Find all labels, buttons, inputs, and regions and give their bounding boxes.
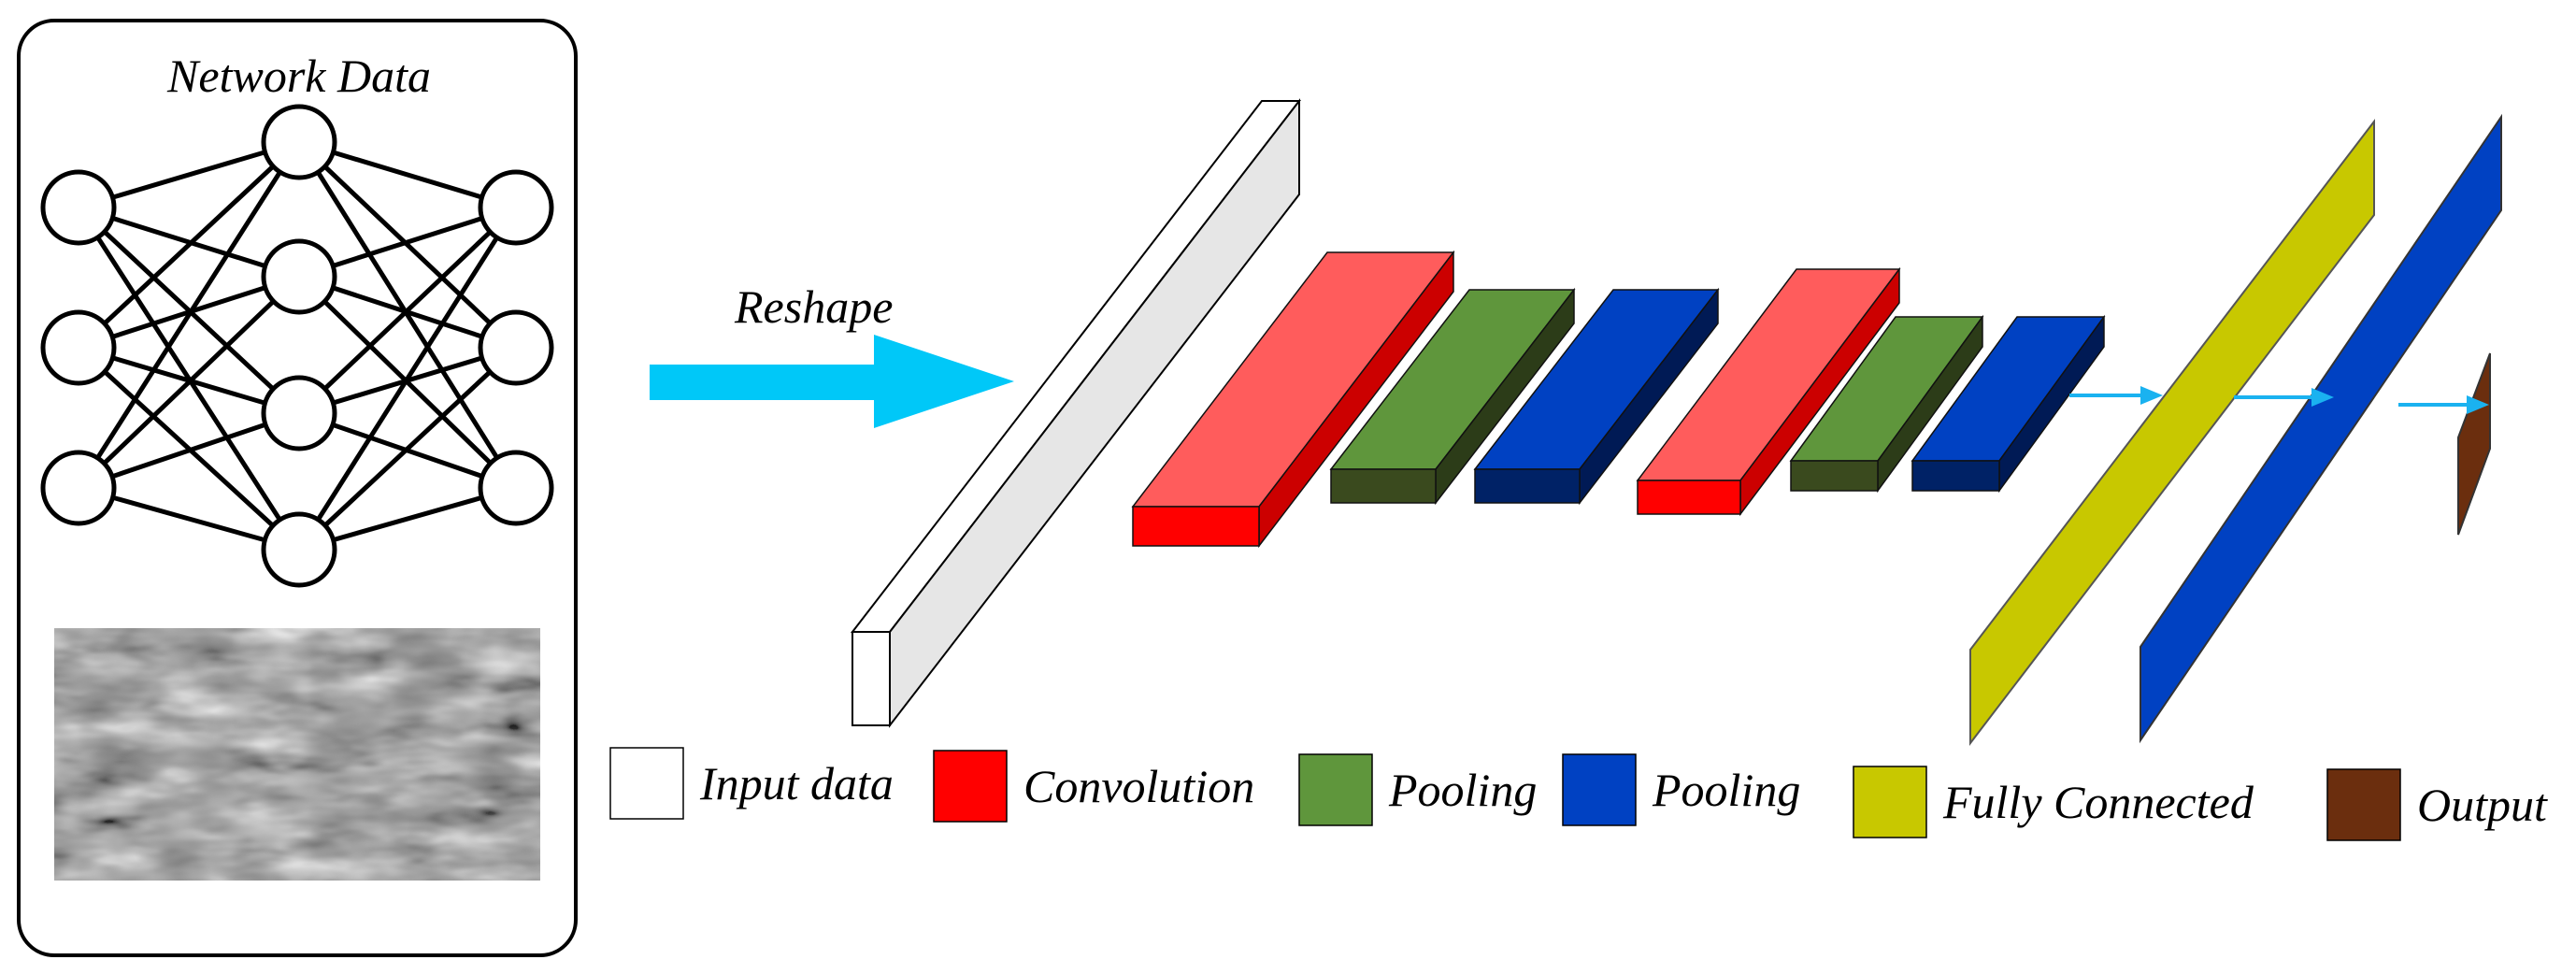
nn-connection (296, 140, 519, 490)
legend-label: Fully Connected (1942, 776, 2254, 828)
conv-block-1-front (1132, 506, 1260, 547)
network-data-panel: Network Data (17, 19, 578, 957)
conv-block-2-front (1637, 480, 1741, 515)
nn-node (478, 450, 554, 526)
nn-node (261, 104, 337, 180)
legend-item: Pooling (1562, 753, 1800, 826)
nn-connection (297, 346, 518, 551)
legend-item: Pooling (1298, 753, 1537, 826)
pool-blue-block-2-front (1911, 460, 2000, 492)
input-data-block (850, 98, 1302, 728)
legend-item: Output (2326, 768, 2548, 841)
nn-connection (76, 140, 302, 490)
connection-arrow (2069, 386, 2163, 405)
fc2-slab (2140, 113, 2502, 744)
legend-swatch (933, 750, 1008, 823)
nn-connection (78, 139, 300, 210)
nn-connection (78, 410, 300, 491)
reshape-arrow-shape (650, 335, 1014, 428)
arrow-head (2311, 388, 2334, 407)
cnn-layers (1131, 250, 2106, 549)
legend-swatch (1853, 766, 1927, 838)
fully-connected-layer-1 (1969, 119, 2375, 746)
connection-arrows (2069, 386, 2489, 414)
pool-green-block-2 (1789, 314, 1984, 494)
nn-node (261, 511, 337, 588)
grayscale-data-image (54, 628, 540, 881)
nn-node (40, 450, 117, 526)
arrow-head (2467, 395, 2489, 414)
data-image-texture (54, 628, 540, 881)
pool-green-block-1-front (1330, 468, 1437, 504)
legend-label: Pooling (1652, 764, 1800, 816)
nn-node (40, 309, 117, 386)
legend-label: Input data (699, 757, 894, 809)
legend-swatch (1298, 753, 1373, 826)
legend-swatch (609, 747, 684, 820)
pool-blue-block-1-front (1474, 468, 1581, 504)
panel-title: Network Data (166, 50, 431, 102)
neural-network-icon (40, 104, 554, 588)
nn-node (478, 169, 554, 246)
nn-node (478, 309, 554, 386)
pool-blue-block-1 (1473, 287, 1720, 506)
pool-green-block-2-front (1790, 460, 1879, 492)
nn-connection (77, 140, 301, 350)
nn-node (261, 238, 337, 315)
legend-item: Convolution (933, 750, 1254, 823)
legend-swatch (2326, 768, 2401, 841)
nn-connection (78, 485, 300, 552)
pool-green-block-1 (1329, 287, 1576, 506)
legend-item: Input data (609, 747, 894, 820)
legend-label: Pooling (1388, 764, 1537, 816)
output-layer (2457, 352, 2491, 536)
pool-blue-block-2 (1911, 314, 2106, 494)
nn-connection (297, 206, 518, 415)
conv-block-2 (1636, 266, 1901, 517)
reshape-label: Reshape (734, 280, 893, 333)
input-block-front (852, 631, 891, 726)
fully-connected-layer-2 (2140, 113, 2502, 744)
nn-connection (296, 206, 519, 551)
nn-connection (297, 140, 518, 350)
legend-swatch (1562, 753, 1637, 826)
arrow-head (2140, 386, 2163, 405)
legend-item: Fully Connected (1853, 766, 2254, 838)
nn-connection (77, 275, 301, 490)
connection-arrow (2234, 388, 2334, 407)
legend: Input data Convolution Pooling Pooling Fully… (609, 747, 2548, 841)
conv-block-1 (1131, 250, 1455, 549)
output-slab (2457, 352, 2491, 536)
reshape-arrow: Reshape (650, 280, 1014, 428)
nn-node (261, 375, 337, 451)
fc1-slab (1969, 119, 2375, 746)
legend-label: Convolution (1023, 760, 1254, 812)
connection-arrow (2398, 395, 2489, 414)
legend-label: Output (2417, 779, 2548, 831)
nn-connection (298, 205, 517, 279)
nn-node (40, 169, 117, 246)
